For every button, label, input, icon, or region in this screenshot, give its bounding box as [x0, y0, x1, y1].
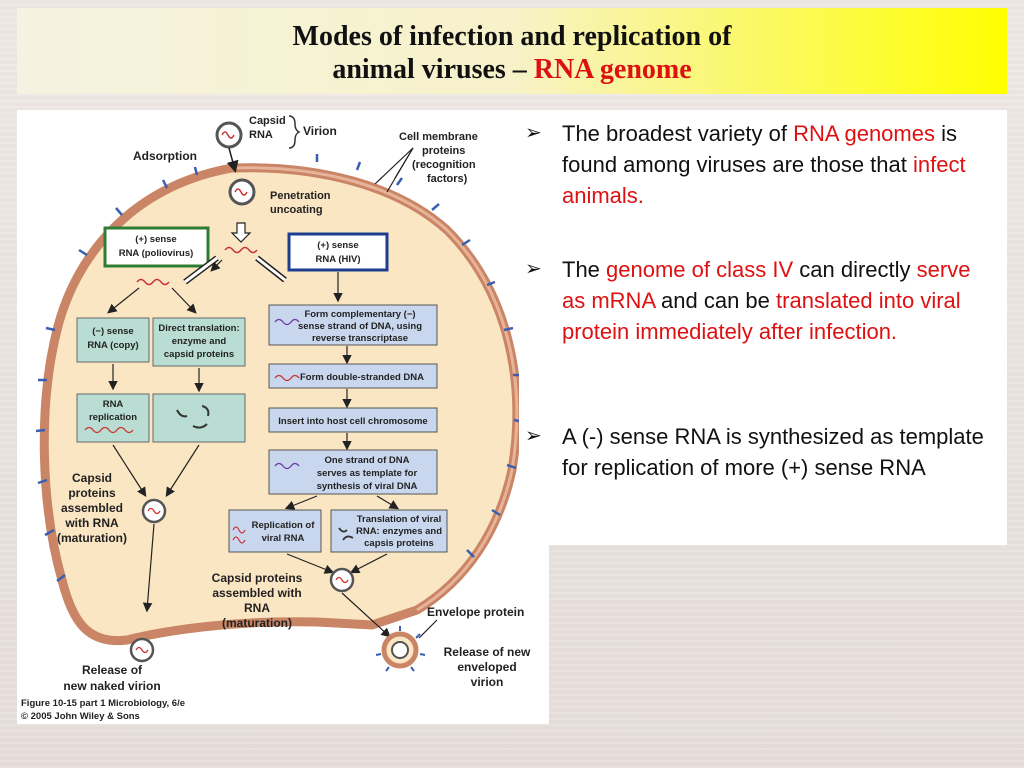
label-rna-replication-rna: RNA	[103, 399, 124, 410]
label-penetration: Penetration	[270, 190, 331, 202]
label-reverse-transcriptase: reverse transcriptase	[312, 333, 408, 344]
label-minus-sense-copy: RNA (copy)	[87, 340, 138, 351]
label-sense-strand: sense strand of DNA, using	[298, 321, 422, 332]
bullet-2-part-3: can directly	[793, 257, 917, 282]
bullet-3-text: A (-) sense RNA is synthesized as templa…	[522, 421, 992, 483]
label-hiv-sense: (+) sense	[317, 240, 358, 251]
bullet-1-part-1: The broadest variety of	[562, 121, 794, 146]
label-form-complementary: Form complementary (−)	[304, 309, 415, 320]
label-maturation-left: (maturation)	[57, 531, 127, 545]
label-release-of: Release of	[82, 663, 143, 677]
label-hiv-rna: RNA (HIV)	[315, 254, 360, 265]
label-cell-membrane-factors: factors)	[427, 173, 468, 185]
label-rna-enzymes: RNA: enzymes and	[356, 526, 442, 537]
label-capsis-proteins: capsis proteins	[364, 538, 434, 549]
insert-host-box	[268, 407, 438, 433]
label-virion: Virion	[303, 124, 337, 138]
bullet-2-text: The genome of class IV can directly serv…	[522, 254, 992, 347]
label-direct-translation: Direct translation:	[158, 323, 239, 334]
title-line-2-red: RNA genome	[533, 54, 692, 85]
label-enveloped: enveloped	[457, 660, 516, 674]
replication-viral-rna-box	[228, 509, 322, 553]
virus-replication-diagram: Capsid RNA Virion Adsorption Cell membra…	[21, 115, 531, 722]
label-polio-rna: RNA (poliovirus)	[119, 248, 194, 259]
label-rna-replication: replication	[89, 412, 137, 423]
label-enzyme-and: enzyme and	[172, 336, 227, 347]
bullet-1: ➢ The broadest variety of RNA genomes is…	[522, 118, 992, 211]
bullet-2-part-1: The	[562, 257, 607, 282]
label-cell-membrane-recognition: (recognition	[412, 159, 476, 171]
one-strand-dna-box	[268, 449, 438, 495]
bullet-3: ➢ A (-) sense RNA is synthesized as temp…	[522, 421, 992, 483]
minus-sense-rna-box	[76, 317, 150, 363]
bullet-2-part-6: translated into viral protein immediatel…	[562, 288, 961, 344]
label-assembled-left: assembled	[61, 501, 123, 515]
label-capsid-center: Capsid proteins	[212, 571, 303, 585]
label-uncoating: uncoating	[270, 204, 323, 216]
label-cell-membrane: Cell membrane	[399, 131, 478, 143]
label-replication-of: Replication of	[252, 520, 316, 531]
rna-replication-box	[76, 393, 150, 443]
bullet-arrow-icon: ➢	[525, 425, 542, 447]
polio-rna-box	[103, 226, 210, 268]
virion-icon	[215, 121, 243, 149]
label-serves-template: serves as template for	[317, 468, 418, 479]
figure-panel: Capsid RNA Virion Adsorption Cell membra…	[17, 110, 549, 724]
label-insert-host: Insert into host cell chromosome	[278, 416, 427, 427]
capsid-protein-box	[152, 393, 246, 443]
label-capsid: Capsid	[249, 115, 286, 127]
bullet-2: ➢ The genome of class IV can directly se…	[522, 254, 992, 347]
label-cell-membrane-proteins: proteins	[422, 145, 465, 157]
bullet-3-part-1: A (-) sense RNA is synthesized as templa…	[562, 424, 984, 480]
figure-caption-line-1: Figure 10-15 part 1 Microbiology, 6/e	[21, 698, 185, 709]
bullet-1-part-3: is found among viruses are those that	[562, 121, 957, 177]
label-maturation-center: (maturation)	[222, 616, 292, 630]
label-capsid-left: Capsid	[72, 471, 112, 485]
hiv-rna-box	[287, 232, 389, 272]
direct-translation-box	[152, 317, 246, 367]
bullet-1-part-2: RNA genomes	[793, 121, 935, 146]
bullet-2-part-2: genome of class IV	[606, 257, 794, 282]
label-with-rna-left: with RNA	[64, 516, 119, 530]
label-polio-sense: (+) sense	[135, 234, 176, 245]
title-line-1: Modes of infection and replication of	[292, 21, 732, 52]
label-viral-rna: viral RNA	[262, 533, 305, 544]
label-one-strand: One strand of DNA	[325, 455, 410, 466]
bullet-1-text: The broadest variety of RNA genomes is f…	[522, 118, 992, 211]
label-virion-release: virion	[471, 675, 504, 689]
label-envelope-protein: Envelope protein	[427, 605, 524, 619]
bullet-2-part-5: and can be	[654, 288, 777, 313]
label-synthesis-dna: synthesis of viral DNA	[317, 481, 418, 492]
label-proteins-left: proteins	[68, 486, 116, 500]
label-rna: RNA	[249, 129, 273, 141]
translation-viral-rna-box	[330, 509, 448, 553]
label-release-of-new: Release of new	[444, 645, 531, 659]
label-translation-of: Translation of viral	[357, 514, 441, 525]
bullet-2-part-4: serve as mRNA	[562, 257, 971, 313]
label-rna-center: RNA	[244, 601, 270, 615]
figure-caption-line-2: © 2005 John Wiley & Sons	[21, 711, 140, 722]
slide-title: Modes of infection and replication of an…	[17, 8, 1007, 94]
label-assembled-with-center: assembled with	[212, 586, 301, 600]
label-new-naked-virion: new naked virion	[63, 679, 160, 693]
title-line-2-black: animal viruses –	[332, 54, 534, 85]
form-complementary-box	[268, 304, 438, 346]
bullet-arrow-icon: ➢	[525, 122, 542, 144]
entering-virion-icon	[228, 178, 256, 206]
label-double-stranded: Form double-stranded DNA	[300, 372, 424, 383]
title-line-2: animal viruses – RNA genome	[17, 53, 1007, 86]
label-capsid-proteins: capsid proteins	[164, 349, 234, 360]
label-minus-sense: (−) sense	[92, 326, 133, 337]
bullet-arrow-icon: ➢	[525, 258, 542, 280]
label-adsorption: Adsorption	[133, 149, 197, 163]
bullets-panel	[519, 110, 1007, 545]
bullet-1-part-4: infect animals.	[562, 152, 966, 208]
